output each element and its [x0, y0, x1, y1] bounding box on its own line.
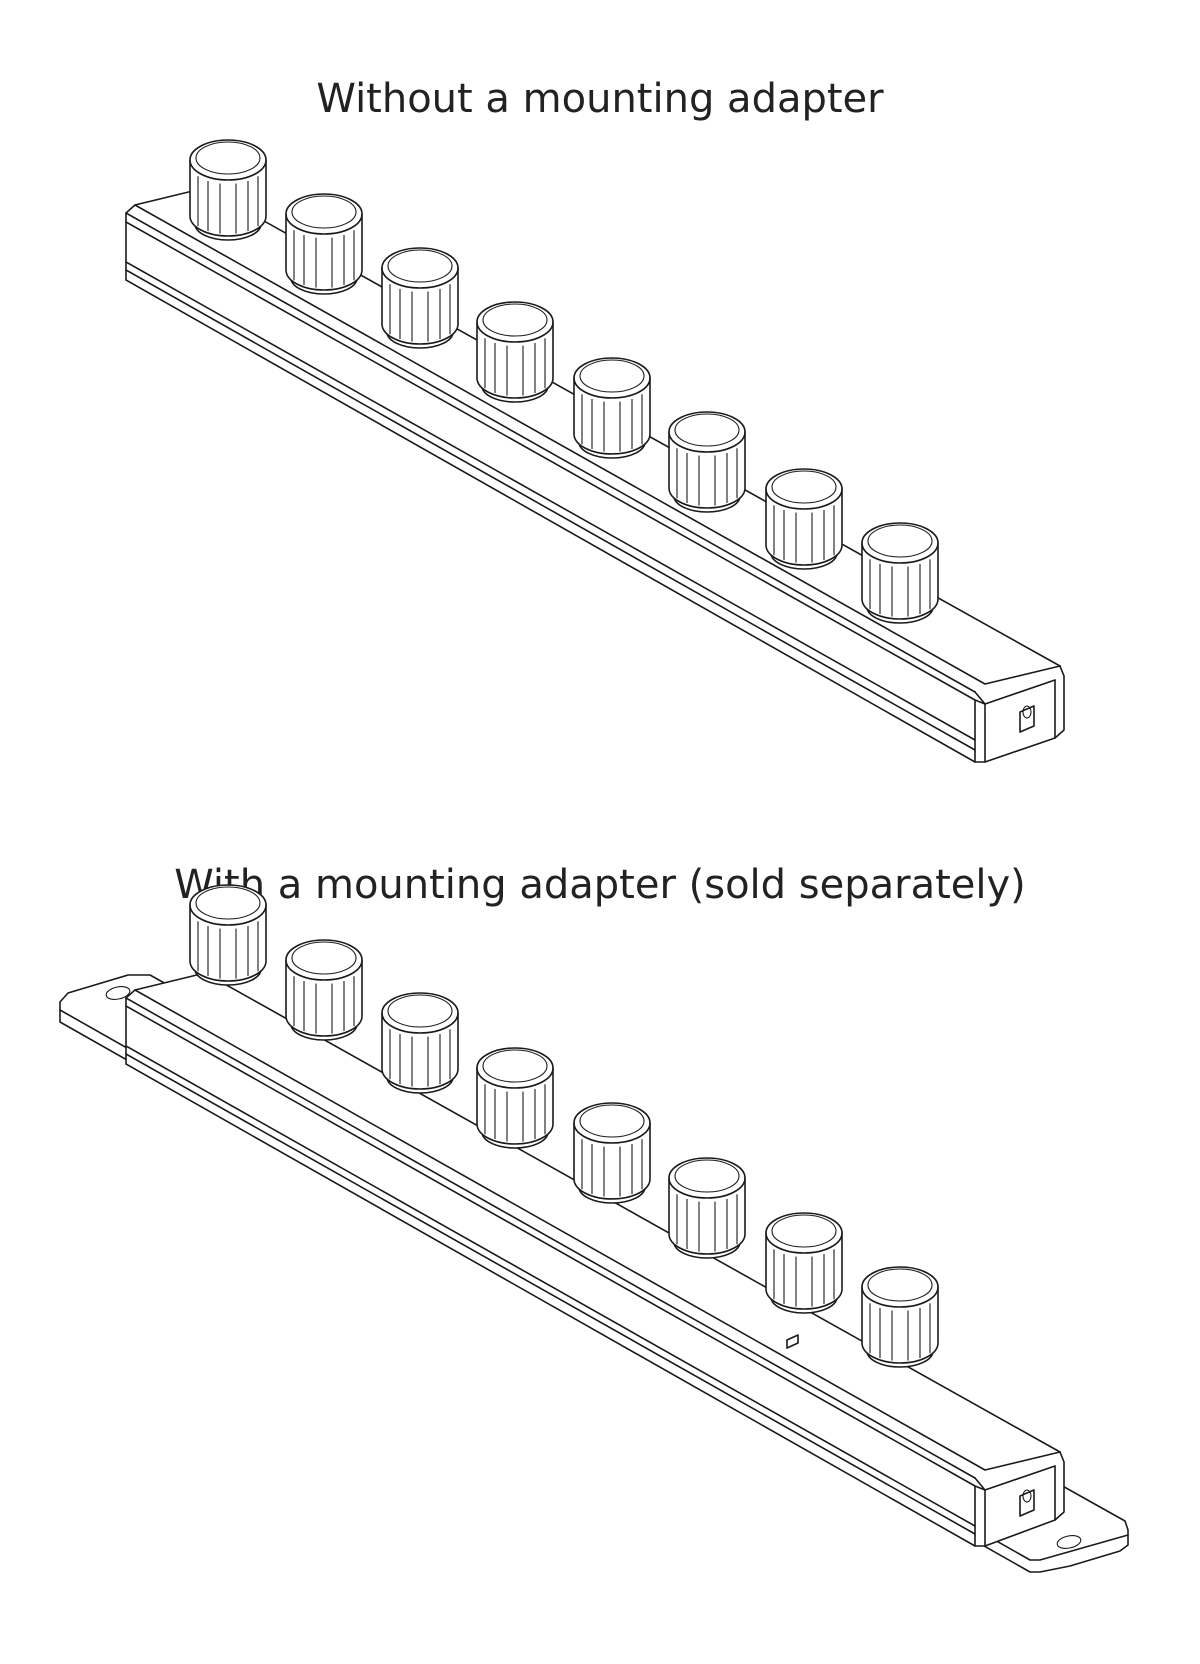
knob-3 [381, 247, 459, 349]
knob-1 [189, 139, 267, 241]
strip-with-adapter [59, 972, 1129, 1573]
knob-row-bottom [189, 884, 939, 1368]
knob-4 [476, 301, 554, 403]
knob-6 [668, 1157, 746, 1259]
knob-row-top [189, 139, 939, 624]
knob-4 [476, 1047, 554, 1149]
knob-8 [861, 522, 939, 624]
adapter-hole-left [105, 986, 131, 1000]
caption-without-adapter: Without a mounting adapter [316, 76, 884, 122]
rail-body [125, 187, 1065, 763]
adapter-hole-right [1056, 1535, 1082, 1549]
strip-without-adapter [125, 187, 1065, 763]
rail-body [125, 972, 1065, 1547]
caption-with-adapter: With a mounting adapter (sold separately… [174, 862, 1026, 908]
knob-5 [573, 1102, 651, 1204]
knob-1 [189, 884, 267, 986]
knob-6 [668, 411, 746, 513]
knob-2 [285, 193, 363, 295]
knob-2 [285, 939, 363, 1041]
knob-7 [765, 468, 843, 570]
knob-3 [381, 992, 459, 1094]
knob-8 [861, 1266, 939, 1368]
knob-5 [573, 357, 651, 459]
knob-7 [765, 1212, 843, 1314]
